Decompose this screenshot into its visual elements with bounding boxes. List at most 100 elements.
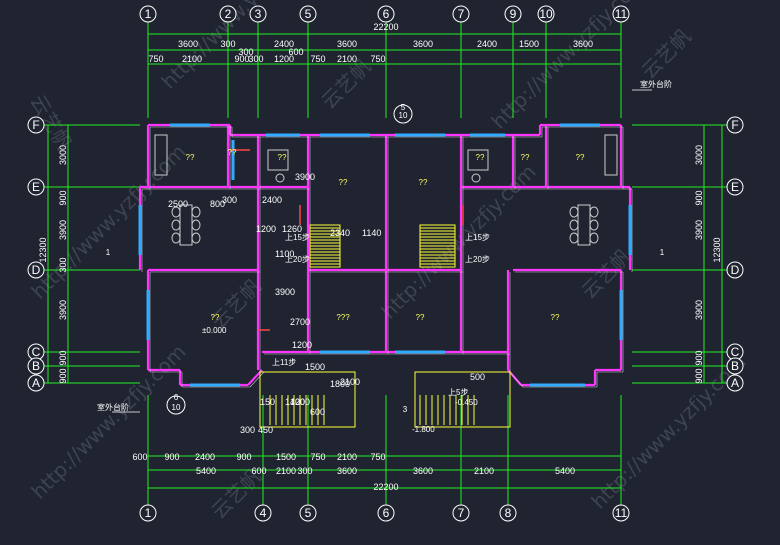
dim-top2-1: 2100 xyxy=(182,54,202,64)
dining-left-chair-l-0 xyxy=(171,206,181,218)
dim-top2-5: 750 xyxy=(310,54,325,64)
dining-left-chair-r-1 xyxy=(191,219,201,231)
axis-bubble-right-D-label: D xyxy=(731,263,740,277)
entry-left-outline xyxy=(259,371,356,428)
room-label-5: ?? xyxy=(476,153,485,162)
dim-bottom2-6: 2100 xyxy=(474,466,494,476)
watermark-11: http://www.yzfjy.com xyxy=(587,350,751,514)
dim-top1-6: 1500 xyxy=(519,39,539,49)
axis-bubble-top-5-circle xyxy=(299,5,317,23)
dim-bottom2-2: 2100 xyxy=(276,466,296,476)
room-label-8: ?? xyxy=(211,313,220,322)
stair-note-5: 上5步 xyxy=(448,388,468,397)
watermark-8: 云艺帆 xyxy=(577,244,636,303)
section-marker-circle-2 xyxy=(166,395,186,415)
toilet-right xyxy=(471,173,481,183)
axis-bubble-bottom-4-label: 4 xyxy=(260,506,267,520)
room-label-4: ?? xyxy=(419,178,428,187)
axis-bubble-top-2-label: 2 xyxy=(225,7,232,21)
axis-bubble-left-F-label: F xyxy=(32,118,39,132)
kitchen-counter-left xyxy=(154,134,168,176)
small-dim-13: 2100 xyxy=(340,377,360,387)
bath-left-fixture xyxy=(267,149,289,171)
kitchen-counter-right xyxy=(604,134,618,176)
dim-right-3: 3900 xyxy=(694,300,704,320)
small-dim-22: 3900 xyxy=(295,172,315,182)
level-2: -1.800 xyxy=(412,425,435,434)
dim-top1-0: 3600 xyxy=(178,39,198,49)
section-marker-circle-1 xyxy=(393,104,413,124)
dim-left-7: 12300 xyxy=(38,237,48,262)
level-0: ±0.000 xyxy=(202,326,227,335)
stair-note-3: 上15步 xyxy=(465,233,490,242)
axis-bubble-left-D-circle xyxy=(27,261,45,279)
dim-left-5: 900 xyxy=(58,350,68,365)
bath-right-fixture xyxy=(467,149,489,171)
dim-bottom1-2: 2400 xyxy=(195,452,215,462)
dining-right-table xyxy=(577,204,591,246)
room-label-2: ?? xyxy=(278,153,287,162)
small-dim-15: 500 xyxy=(470,372,485,382)
dim-top2-4: 1200 xyxy=(274,54,294,64)
wall-inner-18 xyxy=(249,371,265,388)
axis-bubble-bottom-11-label: 11 xyxy=(615,506,628,520)
axis-bubble-top-9-circle xyxy=(504,5,522,23)
marker-0: 5 xyxy=(401,103,406,112)
dim-bottom1-7: 750 xyxy=(370,452,385,462)
detail-label-left: 室外台阶 xyxy=(97,402,129,412)
dining-right-chair-r-1 xyxy=(589,219,599,231)
axis-bubble-bottom-6-label: 6 xyxy=(383,506,390,520)
dim-right-4: 900 xyxy=(694,350,704,365)
room-label-0: ?? xyxy=(186,153,195,162)
watermark-7: http://www.yzfjy.com xyxy=(377,160,541,324)
small-dim-21: 1200 xyxy=(290,397,310,407)
dim-right-5: 900 xyxy=(694,368,704,383)
room-label-10: ?? xyxy=(416,313,425,322)
axis-bubble-left-E-circle xyxy=(27,178,45,196)
dining-right-chair-r-2 xyxy=(589,232,599,244)
axis-bubble-top-2-circle xyxy=(219,5,237,23)
dim-bottom1-3: 900 xyxy=(236,452,251,462)
axis-bubble-top-7-circle xyxy=(452,5,470,23)
marker-3: 10 xyxy=(172,403,181,412)
dim-top-mid-0: 300 xyxy=(238,47,253,57)
axis-bubble-bottom-4-circle xyxy=(254,504,272,522)
dim-right-0: 3000 xyxy=(694,145,704,165)
dim-bottom2-5: 3600 xyxy=(413,466,433,476)
small-dim-2: 300 xyxy=(222,195,237,205)
dim-bottom2-1: 600 xyxy=(251,466,266,476)
dining-left-chair-r-0 xyxy=(191,206,201,218)
small-dim-3: 2400 xyxy=(262,195,282,205)
dim-top2-2: 900 xyxy=(234,54,249,64)
dim-top2-6: 2100 xyxy=(337,54,357,64)
axis-bubble-bottom-8-circle xyxy=(499,504,517,522)
dim-bottom1-4: 1500 xyxy=(276,452,296,462)
dim-bottom2-4: 3600 xyxy=(337,466,357,476)
dim-bottom2-3: 300 xyxy=(297,466,312,476)
dim-top1-1: 300 xyxy=(220,39,235,49)
axis-bubble-top-11-circle xyxy=(612,5,630,23)
small-dim-16: 150 xyxy=(260,397,275,407)
axis-bubble-bottom-1-label: 1 xyxy=(145,506,152,520)
axis-bubble-left-A-label: A xyxy=(32,376,40,390)
dim-left-4: 3900 xyxy=(58,300,68,320)
dim-top1-4: 3600 xyxy=(413,39,433,49)
dim-top2-3: 300 xyxy=(248,54,263,64)
dim-top2-0: 750 xyxy=(148,54,163,64)
dim-bottom1-6: 2100 xyxy=(337,452,357,462)
axis-bubble-top-11-label: 11 xyxy=(615,7,628,21)
axis-bubble-top-9-label: 9 xyxy=(510,7,517,21)
small-dim-7: 1140 xyxy=(362,228,381,238)
axis-bubble-bottom-5-circle xyxy=(299,504,317,522)
small-dim-9: 3900 xyxy=(275,287,295,297)
dim-top1-7: 3600 xyxy=(573,39,593,49)
small-dim-19: 300 xyxy=(240,425,255,435)
dim-top1-3: 3600 xyxy=(337,39,357,49)
dining-right-chair-l-1 xyxy=(569,219,579,231)
dining-left-chair-l-1 xyxy=(171,219,181,231)
stair-note-0: 上15步 xyxy=(285,233,310,242)
dining-left-table xyxy=(179,204,193,246)
watermark-4: 云艺帆 xyxy=(637,24,696,83)
